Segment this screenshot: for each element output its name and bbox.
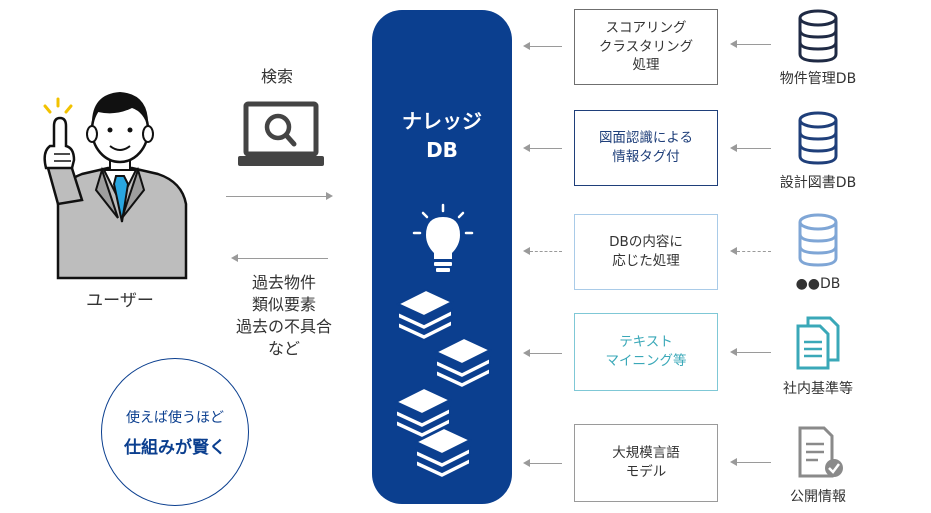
arrow-head xyxy=(523,349,530,357)
arrow-head xyxy=(523,459,530,467)
document-check-icon xyxy=(798,426,843,478)
database-icon xyxy=(798,9,838,63)
arrow-head xyxy=(523,42,530,50)
arrow-head xyxy=(730,144,737,152)
arrow-process-to-db xyxy=(530,353,562,354)
arrow-head xyxy=(326,192,333,200)
laptop-search-icon xyxy=(236,100,326,170)
arrow-head xyxy=(730,348,737,356)
arrow-head xyxy=(730,458,737,466)
arrow-source-to-process xyxy=(737,352,771,353)
arrow-source-to-process xyxy=(737,148,771,149)
knowledge-db-panel: ナレッジ DB xyxy=(372,10,512,504)
results-text: 過去物件 類似要素 過去の不具合 など xyxy=(214,272,354,360)
process-box-scoring: スコアリング クラスタリング 処理 xyxy=(574,9,718,85)
document-icon xyxy=(796,316,840,370)
process-box-text-mining: テキスト マイニング等 xyxy=(574,313,718,391)
arrow-head xyxy=(231,254,238,262)
arrow-head xyxy=(523,144,530,152)
arrow-head xyxy=(730,247,737,255)
search-label: 検索 xyxy=(260,67,293,86)
process-box-drawing-recognition: 図面認識による 情報タグ付 xyxy=(574,110,718,186)
results-line: など xyxy=(267,339,300,359)
database-icon xyxy=(798,213,838,267)
results-line: 類似要素 xyxy=(251,295,316,315)
results-line: 過去物件 xyxy=(251,273,316,292)
learning-circle: 使えば使うほど 仕組みが賢く xyxy=(101,358,249,506)
arrow-search-to-db xyxy=(226,196,326,197)
source-label: 公開情報 xyxy=(790,489,846,505)
arrow-head xyxy=(523,247,530,255)
process-label: DBの内容に 応じた処理 xyxy=(609,234,683,269)
arrow-process-to-db xyxy=(530,251,562,252)
process-box-llm: 大規模言語 モデル xyxy=(574,424,718,502)
businessman-icon xyxy=(43,92,188,280)
arrow-process-to-db xyxy=(530,46,562,47)
circle-line-1: 使えば使うほど xyxy=(126,409,224,426)
process-label: スコアリング クラスタリング 処理 xyxy=(598,19,694,74)
knowledge-db-title: ナレッジ DB xyxy=(402,109,482,162)
arrow-db-to-user xyxy=(238,258,328,259)
arrow-process-to-db xyxy=(530,463,562,464)
arrow-source-to-process xyxy=(737,462,771,463)
source-label: 社内基準等 xyxy=(783,381,853,397)
results-line: 過去の不具合 xyxy=(235,317,332,337)
document-stacks-icon xyxy=(393,288,493,480)
process-label: 大規模言語 モデル xyxy=(612,445,680,480)
circle-line-2: 仕組みが賢く xyxy=(124,437,226,458)
arrow-head xyxy=(730,40,737,48)
arrow-source-to-process xyxy=(737,251,771,252)
source-label: 設計図書DB xyxy=(779,175,857,191)
user-illustration xyxy=(36,72,204,280)
arrow-process-to-db xyxy=(530,148,562,149)
process-box-db-specific: DBの内容に 応じた処理 xyxy=(574,214,718,290)
process-label: 図面認識による 情報タグ付 xyxy=(598,130,694,165)
source-label: 物件管理DB xyxy=(779,71,857,87)
database-icon xyxy=(798,111,838,165)
process-label: テキスト マイニング等 xyxy=(605,334,687,369)
lightbulb-icon xyxy=(412,203,474,272)
user-label: ユーザー xyxy=(86,291,154,311)
source-label: ●●DB xyxy=(795,276,841,292)
arrow-source-to-process xyxy=(737,44,771,45)
